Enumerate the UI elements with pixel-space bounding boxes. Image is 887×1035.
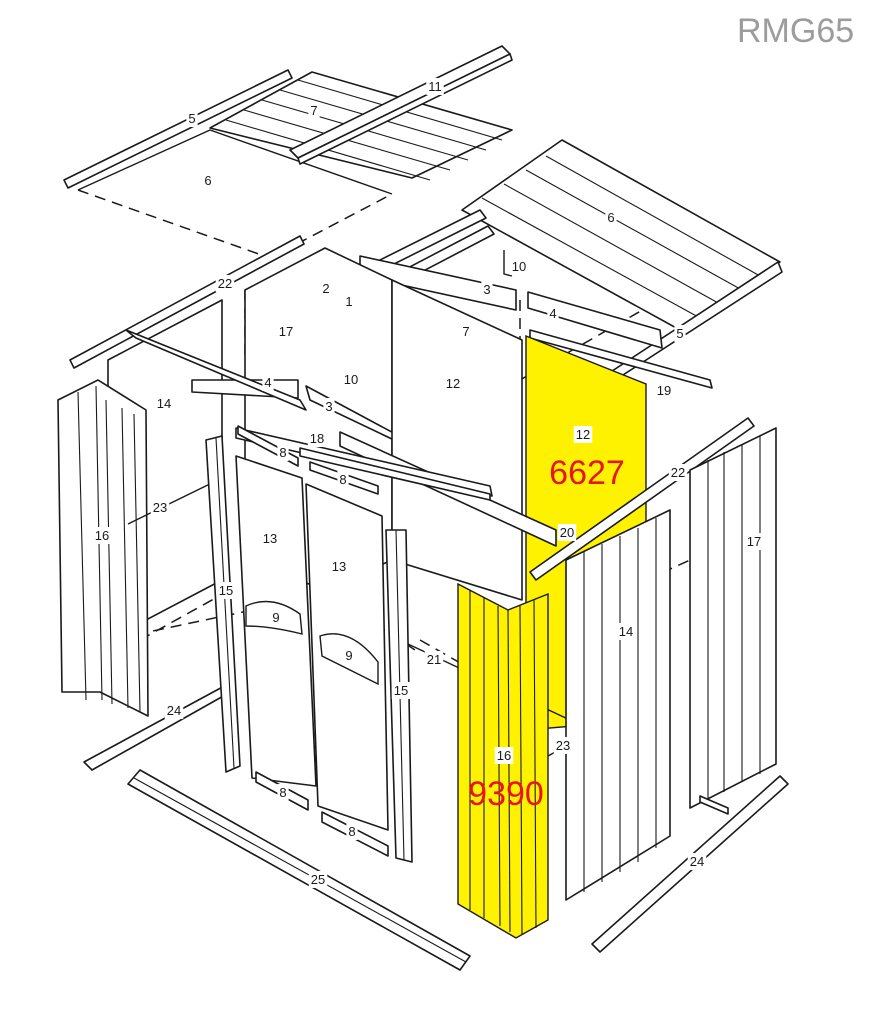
part-label-backing — [215, 275, 235, 292]
part-label-backing — [494, 747, 514, 764]
part-label-backing — [343, 293, 355, 310]
part-label: 15 — [394, 683, 408, 698]
part-label: 7 — [462, 324, 469, 339]
part-label-backing — [277, 444, 289, 461]
part-label-backing — [216, 582, 236, 599]
part-label-backing — [337, 471, 349, 488]
part-label-backing — [308, 871, 328, 888]
floor-rail-25 — [127, 769, 471, 971]
part-label-backing — [307, 430, 327, 447]
part-label-backing — [260, 530, 280, 547]
part-label: 6 — [204, 173, 211, 188]
part-label-backing — [443, 375, 463, 392]
part-label-backing — [509, 258, 529, 275]
part-label-backing — [687, 853, 707, 870]
part-label-backing — [460, 323, 472, 340]
part-label: 13 — [332, 559, 346, 574]
part-label: 16 — [497, 748, 511, 763]
part-label: 12 — [576, 427, 590, 442]
part-label: 17 — [279, 324, 293, 339]
part-label: 3 — [325, 399, 332, 414]
part-code-9390: 9390 — [468, 775, 544, 813]
part-label: 12 — [446, 376, 460, 391]
part-label: 4 — [264, 375, 271, 390]
part-label: 18 — [310, 431, 324, 446]
part-label: 25 — [311, 872, 325, 887]
part-label: 8 — [279, 445, 286, 460]
part-label: 21 — [427, 652, 441, 667]
part-label-backing — [329, 558, 349, 575]
part-label-backing — [270, 609, 282, 626]
part-label-backing — [164, 702, 184, 719]
part-label: 17 — [747, 534, 761, 549]
part-label-backing — [481, 281, 493, 298]
part-label-backing — [553, 737, 573, 754]
part-label-backing — [341, 371, 361, 388]
right-wall-assembly — [529, 417, 789, 953]
part-label: 22 — [671, 465, 685, 480]
part-label: 6 — [607, 210, 614, 225]
part-label-backing — [277, 784, 289, 801]
part-label-backing — [150, 499, 170, 516]
part-label-backing — [343, 647, 355, 664]
part-label-backing — [346, 823, 358, 840]
part-label-backing — [426, 78, 444, 95]
part-label: 2 — [322, 281, 329, 296]
part-label-backing — [744, 533, 764, 550]
part-label-backing — [654, 382, 674, 399]
part-label-backing — [391, 682, 411, 699]
part-label-backing — [320, 280, 332, 297]
part-label-backing — [308, 102, 320, 119]
part-label-backing — [674, 325, 686, 342]
part-label-backing — [573, 426, 593, 443]
part-label: 3 — [483, 282, 490, 297]
part-label: 22 — [218, 276, 232, 291]
part-label: 13 — [263, 531, 277, 546]
part-label: 15 — [219, 583, 233, 598]
part-label-backing — [92, 527, 112, 544]
part-label-backing — [262, 374, 274, 391]
part-label-backing — [557, 524, 577, 541]
part-label: 8 — [348, 824, 355, 839]
part-label: 14 — [157, 396, 171, 411]
part-label: 9 — [345, 648, 352, 663]
part-label: 10 — [344, 372, 358, 387]
part-label-backing — [616, 623, 636, 640]
part-label-backing — [323, 398, 335, 415]
part-label-backing — [202, 172, 214, 189]
part-label: 20 — [560, 525, 574, 540]
part-label-backing — [605, 209, 617, 226]
part-label: 19 — [657, 383, 671, 398]
part-label-backing — [668, 464, 688, 481]
part-label: 5 — [188, 111, 195, 126]
part-code-6627: 6627 — [549, 454, 625, 492]
part-label-backing — [276, 323, 296, 340]
part-label: 7 — [310, 103, 317, 118]
part-label: 1 — [345, 294, 352, 309]
part-label: 16 — [95, 528, 109, 543]
part-label: 14 — [619, 624, 633, 639]
part-label: 11 — [428, 79, 442, 94]
model-code: RMG65 — [737, 12, 854, 50]
part-label: 23 — [556, 738, 570, 753]
part-label: 5 — [676, 326, 683, 341]
part-number-labels: 1 2 3 3 4 4 5 5 6 6 7 7 8 8 8 8 9 9 10 1… — [92, 78, 764, 888]
part-label: 8 — [279, 785, 286, 800]
part-label-backing — [186, 110, 198, 127]
part-label-backing — [424, 651, 444, 668]
part-label: 24 — [167, 703, 181, 718]
part-label: 10 — [512, 259, 526, 274]
part-label: 23 — [153, 500, 167, 515]
part-label: 8 — [339, 472, 346, 487]
part-label: 9 — [272, 610, 279, 625]
part-label: 24 — [690, 854, 704, 869]
part-label-backing — [154, 395, 174, 412]
part-label-backing — [547, 305, 559, 322]
part-label: 4 — [549, 306, 556, 321]
roof-left-assembly — [63, 45, 513, 195]
